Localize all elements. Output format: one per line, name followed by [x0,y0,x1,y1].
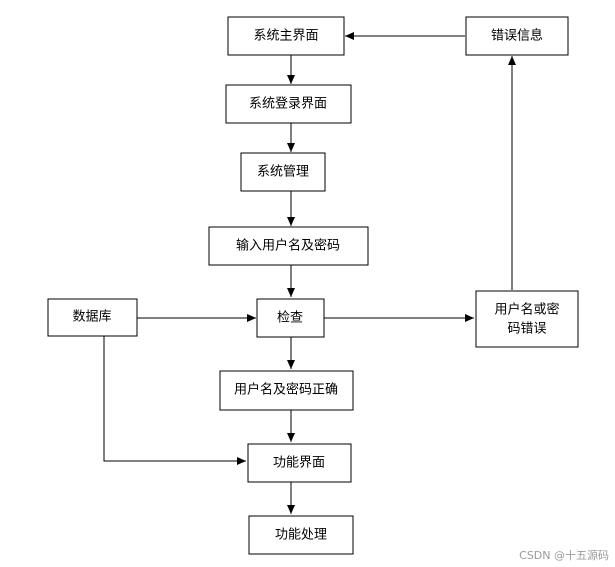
node-sys-manage: 系统管理 [240,152,326,192]
node-main-ui-label: 系统主界面 [253,29,318,44]
node-database-label: 数据库 [72,309,111,325]
node-cred-correct-label: 用户名及密码正确 [234,382,338,398]
node-sys-manage-label: 系统管理 [257,165,309,180]
node-input-cred-label: 输入用户名及密码 [236,238,340,254]
node-error-info: 错误信息 [465,16,569,56]
node-database: 数据库 [47,298,138,337]
node-func-ui: 功能界面 [247,443,352,483]
node-func-proc: 功能处理 [248,515,354,555]
node-cred-error-label-line1: 用户名或密 [494,302,559,318]
watermark: CSDN @十五源码 [519,549,609,562]
node-cred-error: 用户名或密 码错误 [475,290,579,348]
node-check: 检查 [256,298,325,338]
node-main-ui: 系统主界面 [227,16,345,56]
node-cred-error-label-line2: 码错误 [507,322,546,337]
node-func-proc-label: 功能处理 [275,528,327,543]
edge-db-to-func [103,336,246,465]
node-login-ui: 系统登录界面 [225,84,352,124]
node-login-ui-label: 系统登录界面 [249,97,327,112]
node-input-cred: 输入用户名及密码 [208,226,369,266]
node-check-label: 检查 [277,311,303,326]
node-error-info-label: 错误信息 [491,28,543,44]
node-cred-correct: 用户名及密码正确 [219,370,354,411]
node-func-ui-label: 功能界面 [273,456,325,471]
